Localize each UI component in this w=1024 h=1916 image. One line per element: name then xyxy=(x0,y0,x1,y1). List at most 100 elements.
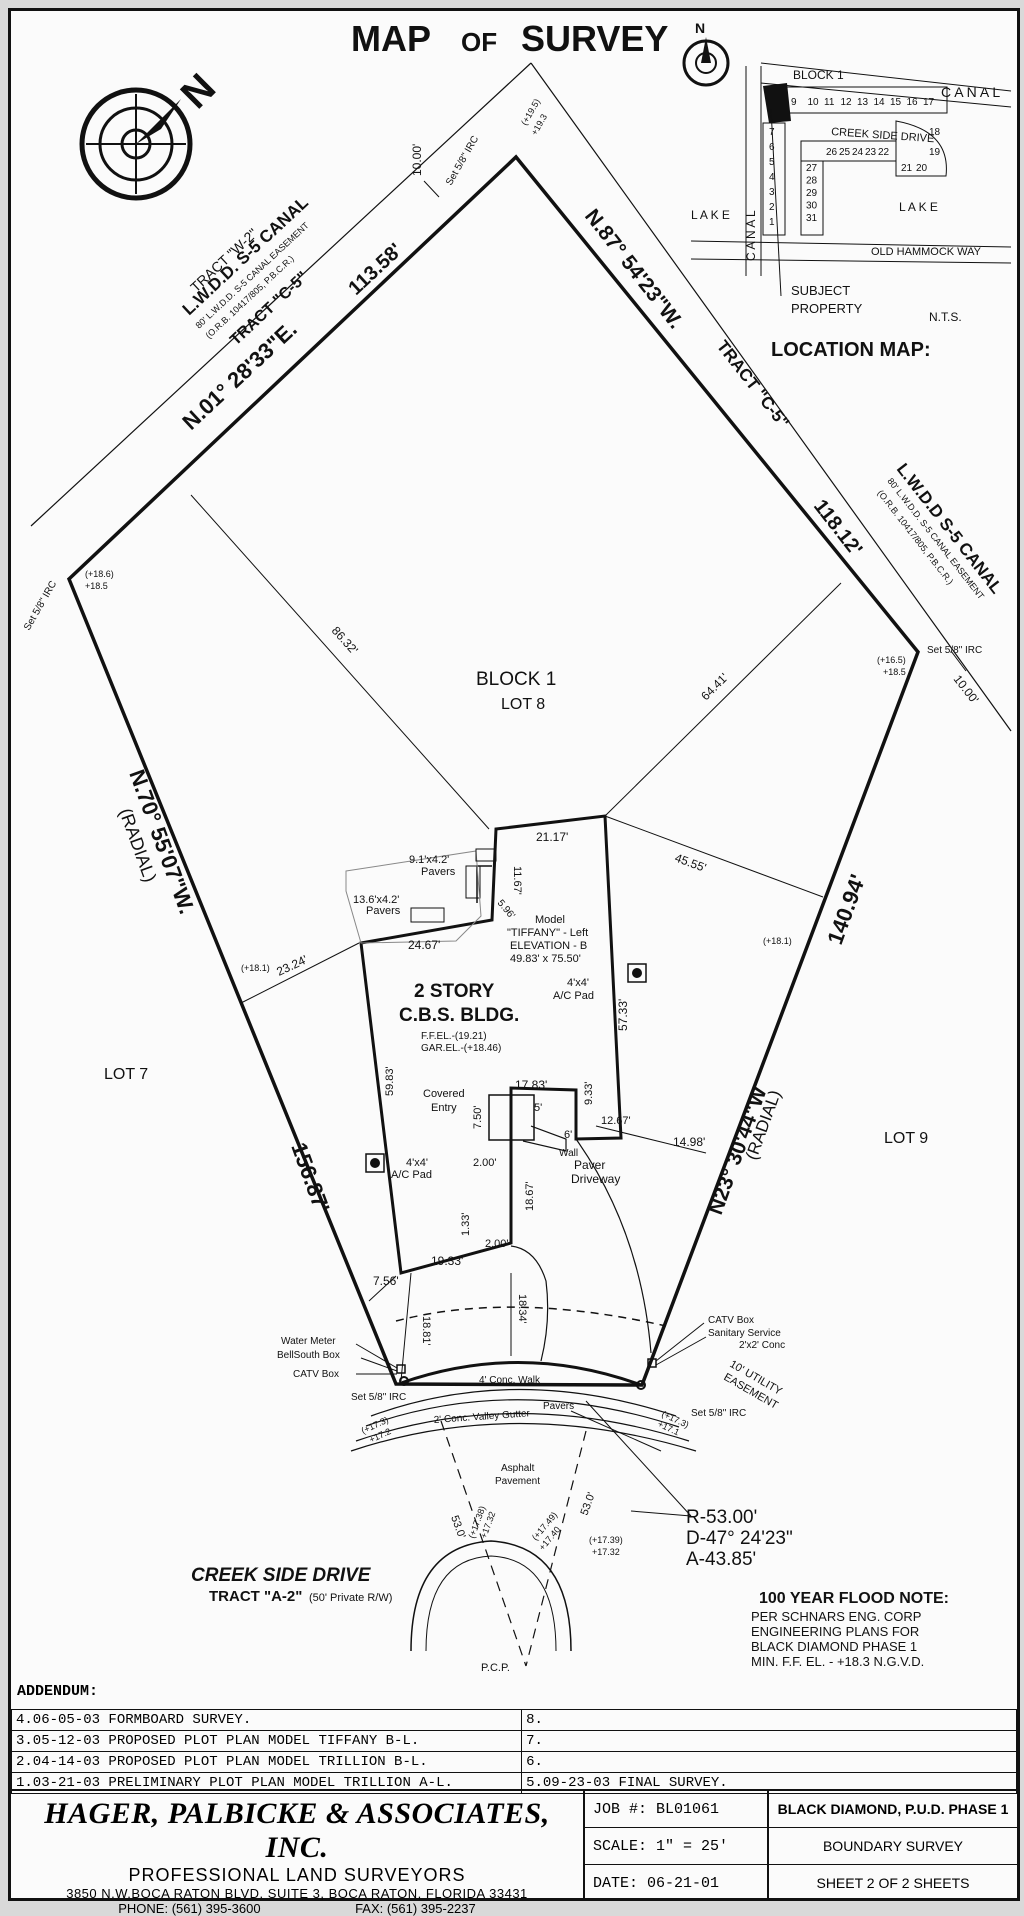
project-name: BLACK DIAMOND, P.U.D. PHASE 1 xyxy=(769,1791,1017,1828)
elev-18-1-right: (+18.1) xyxy=(763,936,792,946)
dim-18-34: 18.34' xyxy=(516,1294,528,1324)
loc-lake-right: L A K E xyxy=(899,200,938,214)
dim-18-81: 18.81' xyxy=(420,1316,432,1346)
lot-boundary xyxy=(66,154,920,1387)
loc-title: LOCATION MAP: xyxy=(771,339,931,361)
flood-title: 100 YEAR FLOOD NOTE: xyxy=(759,1590,949,1607)
loc-canal-top: C A N A L xyxy=(941,84,1000,100)
project-block: BLACK DIAMOND, P.U.D. PHASE 1 BOUNDARY S… xyxy=(769,1789,1017,1901)
firm-name: HAGER, PALBICKE & ASSOCIATES, INC. xyxy=(44,1797,550,1864)
dim-23-24: 23.24' xyxy=(274,952,309,978)
loc-lot-number: 21 xyxy=(901,163,913,174)
loc-lot-number: 23 xyxy=(865,147,877,158)
model-3: ELEVATION - B xyxy=(510,940,587,952)
corner-right-elev2: +18.5 xyxy=(883,667,906,677)
pavers2-size: 13.6'x4.2' xyxy=(353,894,399,906)
dim-9-33: 9.33' xyxy=(583,1081,595,1105)
pavers1-size: 9.1'x4.2' xyxy=(409,854,449,866)
elev-17-32b: +17.32 xyxy=(592,1547,620,1557)
title-of: OF xyxy=(461,27,497,57)
loc-lot-number: 26 xyxy=(826,147,838,158)
loc-lot-number: 13 xyxy=(857,97,869,108)
lot9-label: LOT 9 xyxy=(884,1130,928,1147)
job-date: DATE: 06-21-01 xyxy=(593,1875,720,1892)
corner-left-elev2: +18.5 xyxy=(85,581,108,591)
loc-lot-number: 29 xyxy=(806,188,818,199)
asphalt2-label: Pavement xyxy=(495,1476,540,1487)
walk-label: 4' Conc. Walk xyxy=(479,1375,541,1386)
revision-table: 4.06-05-03 FORMBOARD SURVEY. 8. 3.05-12-… xyxy=(10,1709,1017,1794)
job-block: JOB #: BL01061 SCALE: 1" = 25' DATE: 06-… xyxy=(585,1789,769,1901)
loc-lot-number: 2 xyxy=(769,202,775,213)
dim-64-41: 64.41' xyxy=(698,670,731,703)
addendum-label: ADDENDUM: xyxy=(17,1683,99,1700)
revision-left: 2.04-14-03 PROPOSED PLOT PLAN MODEL TRIL… xyxy=(10,1751,523,1773)
title-block: ADDENDUM: 4.06-05-03 FORMBOARD SURVEY. 8… xyxy=(10,1675,1017,1916)
bearing-east: N.87° 54'23"W. xyxy=(580,205,687,333)
loc-lot-number: 22 xyxy=(878,147,890,158)
dim-12-67: 12.67' xyxy=(601,1115,631,1127)
loc-lot-number: 20 xyxy=(916,163,928,174)
bellsouth-label: BellSouth Box xyxy=(277,1350,340,1361)
entry-label: Entry xyxy=(431,1102,457,1114)
catv-left-label: CATV Box xyxy=(293,1369,339,1380)
pavers2-label: Pavers xyxy=(366,905,401,917)
elev-17-39: (+17.39) xyxy=(589,1535,623,1545)
loc-lot-number: 19 xyxy=(929,147,941,158)
revision-right: 6. xyxy=(521,1751,1017,1773)
revision-row: 1.03-21-03 PRELIMINARY PLOT PLAN MODEL T… xyxy=(10,1772,1017,1794)
loc-lot-number: 9 xyxy=(791,97,797,108)
elev-18-1-left: (+18.1) xyxy=(241,963,270,973)
title-survey: SURVEY xyxy=(521,18,668,59)
loc-block: BLOCK 1 xyxy=(793,68,844,82)
flood-line-3: BLACK DIAMOND PHASE 1 xyxy=(751,1639,917,1654)
sanitary-label: Sanitary Service xyxy=(708,1328,781,1339)
setback-top: 10.00' xyxy=(410,144,424,176)
building-garel: GAR.EL.-(+18.46) xyxy=(421,1043,501,1054)
revision-right: 5.09-23-03 FINAL SURVEY. xyxy=(521,1772,1017,1794)
model-4: 49.83' x 75.50' xyxy=(510,953,581,965)
corner-bl: Set 5/8" IRC xyxy=(351,1392,406,1403)
dim-45-55: 45.55' xyxy=(673,851,708,875)
survey-sheet: MAP OF SURVEY N N BLOCK 1 C A N A L C A … xyxy=(8,8,1020,1916)
ac2-label: A/C Pad xyxy=(391,1169,432,1181)
pcp-label: P.C.P. xyxy=(481,1662,510,1674)
setback-right: 10.00' xyxy=(951,672,982,706)
building-outline xyxy=(359,814,623,1275)
dim-11-67: 11.67' xyxy=(511,866,523,895)
revision-left: 3.05-12-03 PROPOSED PLOT PLAN MODEL TIFF… xyxy=(10,1730,523,1752)
corner-br: Set 5/8" IRC xyxy=(691,1408,746,1419)
conc-label: 2'x2' Conc xyxy=(739,1340,785,1351)
loc-lot-number: 15 xyxy=(890,97,902,108)
dim-19-33: 19.33' xyxy=(431,1254,463,1268)
dim-18-67: 18.67' xyxy=(524,1181,536,1211)
wall-label: Wall xyxy=(559,1148,578,1159)
loc-lot-number: 10 xyxy=(808,97,820,108)
ac1-size: 4'x4' xyxy=(567,977,589,989)
revision-row: 2.04-14-03 PROPOSED PLOT PLAN MODEL TRIL… xyxy=(10,1751,1017,1773)
loc-lot-number: 28 xyxy=(806,176,818,187)
lot7-label: LOT 7 xyxy=(104,1066,148,1083)
corner-left-elev1: (+18.6) xyxy=(85,569,114,579)
loc-lot-number: 1 xyxy=(769,217,775,228)
revision-row: 3.05-12-03 PROPOSED PLOT PLAN MODEL TIFF… xyxy=(10,1730,1017,1752)
loc-street2: OLD HAMMOCK WAY xyxy=(871,246,982,258)
corner-right-elev1: (+16.5) xyxy=(877,655,906,665)
dim-6: 6' xyxy=(564,1129,572,1141)
tract-a2-label: TRACT "A-2" xyxy=(209,1588,302,1605)
revision-right: 8. xyxy=(521,1709,1017,1731)
water-meter-label: Water Meter xyxy=(281,1336,336,1347)
building-ffel: F.F.EL.-(19.21) xyxy=(421,1031,487,1042)
loc-lot-number: 31 xyxy=(806,213,818,224)
block-label: BLOCK 1 xyxy=(476,669,556,690)
firm-block: HAGER, PALBICKE & ASSOCIATES, INC. PROFE… xyxy=(11,1789,585,1916)
dim-21-17: 21.17' xyxy=(536,830,568,844)
curve-d: D-47° 24'23" xyxy=(686,1528,793,1549)
small-north-arrow-icon xyxy=(682,37,730,87)
dim-53-b: 53.0' xyxy=(579,1491,598,1517)
corner-left: Set 5/8" IRC xyxy=(22,579,59,632)
building-cbs: C.B.S. BLDG. xyxy=(399,1005,519,1026)
building-story: 2 STORY xyxy=(414,981,495,1002)
project-type: BOUNDARY SURVEY xyxy=(769,1828,1017,1865)
driveway-label: Driveway xyxy=(571,1172,620,1186)
